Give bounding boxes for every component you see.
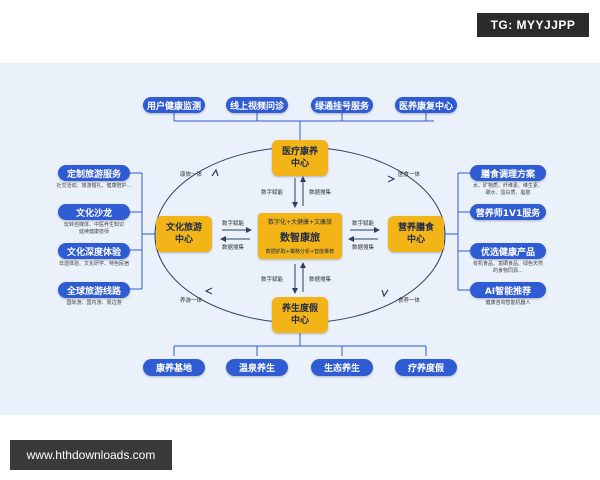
watermark-label: TG: MYYJJPP [477,13,589,37]
service-culture-salon: 文化沙龙 [58,204,130,220]
center-line1: 数字化+大健康+文康旅 [267,219,333,226]
service-global-routes: 全球旅游线路 [58,282,130,298]
label-shiyang-integration: 食养一体 [398,298,421,304]
service-nutritionist-1v1: 营养师1V1服务 [470,204,546,220]
label-kanglv-integration: 康旅一体 [180,172,203,178]
label-right-collect: 数据搜集 [352,245,375,251]
service-hot-spring: 温泉养生 [226,359,288,376]
label-yishi-integration: 医食一体 [398,172,421,178]
label-right-empower: 数字赋能 [352,221,375,227]
label-yangyou-integration: 养游一体 [180,298,203,304]
center-title: 数智康旅 [280,233,320,244]
service-ai-recommend-desc: 健康咨询智能机器人 [485,300,531,306]
service-culture-experience: 文化深度体验 [58,243,130,259]
service-user-health-monitoring: 用户健康监测 [143,97,205,113]
service-rehab-center: 医养康复中心 [395,97,457,113]
service-culture-experience-desc: 非遗体验、文化研学、特色民宿 [58,261,129,267]
hub-nutrition-diet: 营养膳食中心 [388,216,444,252]
service-health-products-desc: 有机食品、富硒食品、绿色天然的食物同源… [472,261,543,274]
service-global-routes-desc: 国际游、国内游、周边游 [66,300,122,306]
service-online-video-consult: 线上视频问诊 [226,97,288,113]
center-digital-wellness-travel: 数字化+大健康+文康旅 数智康旅 数据抓取+策略分析+智能推荐 [258,213,342,259]
label-left-empower: 数字赋能 [222,221,245,227]
label-left-collect: 数据搜集 [222,245,245,251]
service-culture-salon-desc: 玩转自媒体、中医养生知识延续健康技师 [63,222,124,235]
service-custom-travel-desc: 社交活动、旅游婚礼、健康陪护… [56,183,132,189]
service-eco-wellness: 生态养生 [311,359,373,376]
service-custom-travel: 定制旅游服务 [58,165,130,181]
label-top-collect: 数据搜集 [309,190,332,196]
label-top-empower: 数字赋能 [261,190,284,196]
service-wellness-base: 康养基地 [143,359,205,376]
service-health-products: 优选健康产品 [470,243,546,259]
service-recuperation: 疗养度假 [395,359,457,376]
center-line3: 数据抓取+策略分析+智能推荐 [265,249,335,255]
service-green-registration: 绿通挂号服务 [311,97,373,113]
label-bottom-collect: 数据搜集 [309,277,332,283]
hub-wellness-vacation: 养生度假中心 [272,297,328,333]
footer-url-label: www.hthdownloads.com [10,440,172,470]
hub-culture-tourism: 文化旅游中心 [156,216,212,252]
service-diet-plan-desc: 水、矿物质、纤维素、维生素、碳水、蛋白质、脂肪 [472,183,543,196]
service-diet-plan: 膳食调理方案 [470,165,546,181]
service-ai-recommend: AI智能推荐 [470,282,546,298]
hub-medical-wellness: 医疗康养中心 [272,140,328,176]
label-bottom-empower: 数字赋能 [261,277,284,283]
